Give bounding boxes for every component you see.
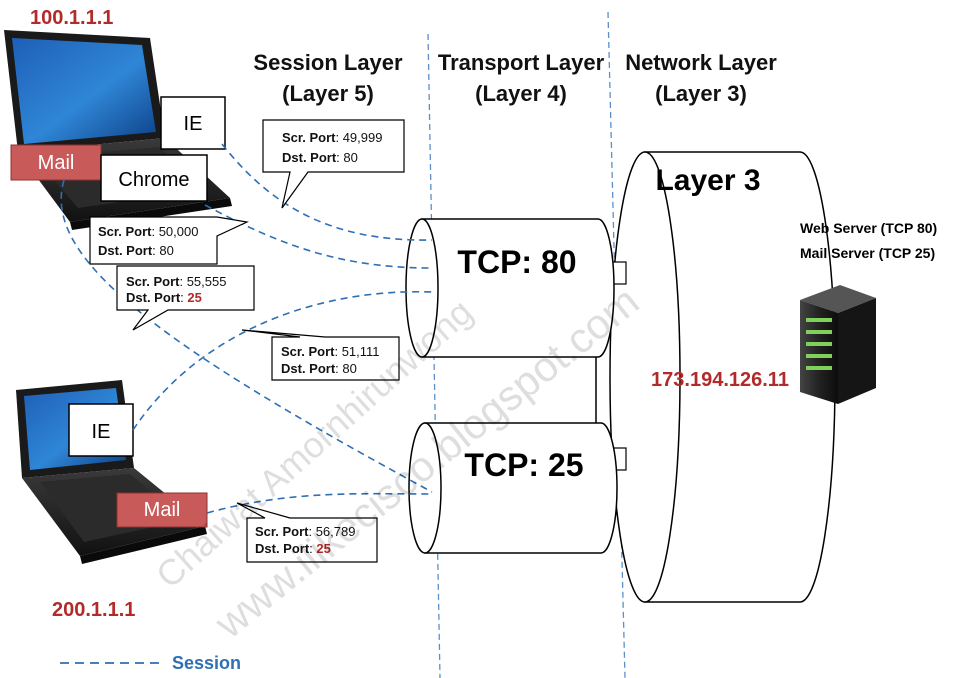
tcp80-tube [405, 218, 615, 358]
transport-layer-title: Transport Layer [438, 50, 605, 75]
port-callout-4: Scr. Port: 51,111 Dst. Port: 80 [241, 329, 400, 381]
session-layer-number: (Layer 5) [282, 81, 374, 106]
callout-2-src: Scr. Port: 50,000 [98, 224, 198, 239]
chrome-app-box-a [100, 154, 208, 202]
ie-app-label-a: IE [184, 113, 203, 135]
tcp80-label: TCP: 80 [457, 244, 576, 280]
callout-1-dst: Dst. Port: 80 [282, 150, 358, 165]
transport-layer-number: (Layer 4) [475, 81, 567, 106]
session-line-chrome-a [204, 204, 433, 269]
callout-5-dst: Dst. Port: 25 [255, 541, 331, 556]
tcp25-label: TCP: 25 [464, 447, 583, 483]
ie-app-label-b: IE [92, 421, 111, 443]
mail-server-label: Mail Server (TCP 25) [800, 245, 935, 261]
mail-app-box-b [116, 492, 208, 528]
session-line-ie-b [132, 290, 433, 431]
network-layer-number: (Layer 3) [655, 81, 747, 106]
callout-3-dst: Dst. Port: 25 [126, 290, 202, 305]
network-layer-title: Network Layer [625, 50, 777, 75]
server-icon [800, 285, 876, 404]
session-layer-title: Session Layer [253, 50, 403, 75]
chrome-app-label-a: Chrome [118, 169, 189, 191]
web-server-label: Web Server (TCP 80) [800, 220, 937, 236]
mail-app-label-a: Mail [38, 152, 75, 174]
callout-3-src: Scr. Port: 55,555 [126, 274, 226, 289]
layer3-label: Layer 3 [655, 164, 760, 197]
port-callout-5: Scr. Port: 56,789 Dst. Port: 25 [236, 502, 378, 563]
legend-session-label: Session [172, 653, 241, 673]
port-callout-2: Scr. Port: 50,000 Dst. Port: 80 [89, 216, 250, 265]
host-a-ip: 100.1.1.1 [30, 7, 113, 29]
ie-app-box-a [160, 96, 226, 150]
server-ip: 173.194.126.11 [651, 369, 789, 391]
session-line-ie-a [221, 143, 433, 241]
callout-5-src: Scr. Port: 56,789 [255, 524, 355, 539]
callout-4-dst: Dst. Port: 80 [281, 361, 357, 376]
callout-2-dst: Dst. Port: 80 [98, 243, 174, 258]
callout-4-src: Scr. Port: 51,111 [281, 344, 380, 359]
callout-1-src: Scr. Port: 49,999 [282, 130, 382, 145]
host-b-ip: 200.1.1.1 [52, 599, 135, 621]
port-callout-3: Scr. Port: 55,555 Dst. Port: 25 [116, 265, 255, 331]
session-line-mail-a [60, 179, 433, 493]
ie-app-box-b [68, 403, 134, 457]
mail-app-label-b: Mail [144, 499, 181, 521]
port-callout-1: Scr. Port: 49,999 Dst. Port: 80 [262, 119, 405, 209]
layer3-cylinder [609, 151, 836, 603]
